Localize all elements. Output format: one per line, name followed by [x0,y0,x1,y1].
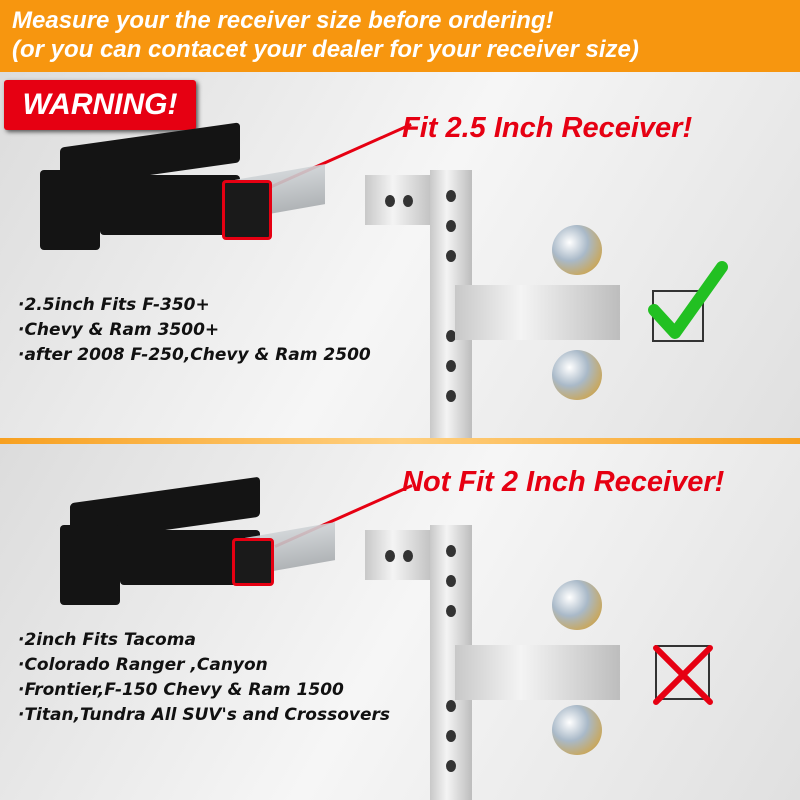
top-panel [0,72,800,438]
bottom-bullets: ·2inch Fits Tacoma ·Colorado Ranger ,Can… [18,628,390,728]
checkbox-frame [655,645,710,700]
top-bullets: ·2.5inch Fits F-350+ ·Chevy & Ram 3500+ … [18,293,371,368]
not-fit-title: Not Fit 2 Inch Receiver! [402,466,725,498]
bullet: ·Titan,Tundra All SUV's and Crossovers [18,705,390,725]
header-banner: Measure your the receiver size before or… [0,0,800,72]
bullet: ·2inch Fits Tacoma [18,630,196,650]
check-icon [648,261,728,339]
fit-title: Fit 2.5 Inch Receiver! [402,112,693,144]
warning-badge: WARNING! [4,80,196,130]
header-line-2: (or you can contacet your dealer for you… [12,36,639,63]
bullet: ·after 2008 F-250,Chevy & Ram 2500 [18,345,371,365]
bullet: ·Frontier,F-150 Chevy & Ram 1500 [18,680,344,700]
header-line-1: Measure your the receiver size before or… [12,7,554,34]
bullet: ·Colorado Ranger ,Canyon [18,655,268,675]
bullet: ·2.5inch Fits F-350+ [18,295,210,315]
bullet: ·Chevy & Ram 3500+ [18,320,220,340]
cross-icon [653,645,713,705]
divider [0,438,800,444]
